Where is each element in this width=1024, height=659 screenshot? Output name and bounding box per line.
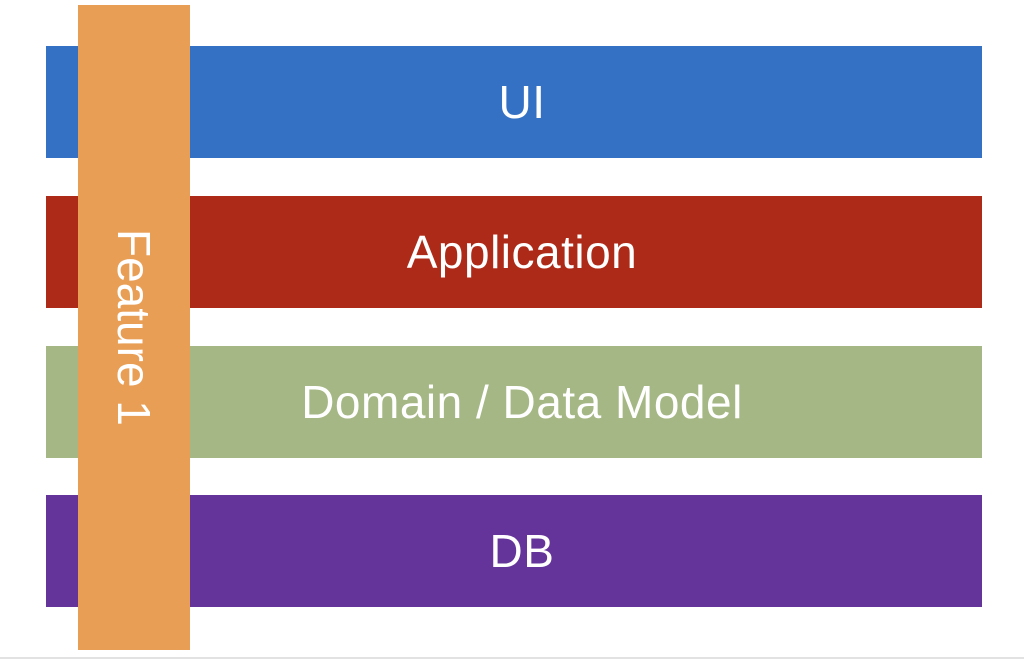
layer-ui: UI [46,46,982,158]
feature-slice-bar: Feature 1 [78,5,190,650]
layer-application: Application [46,196,982,308]
layer-ui-label: UI [498,76,546,128]
layer-db-label: DB [489,525,555,577]
bottom-divider [0,657,1024,659]
layer-application-label: Application [406,226,638,278]
layer-domain-data-model: Domain / Data Model [46,346,982,458]
layer-db: DB [46,495,982,607]
layer-domain-data-model-label: Domain / Data Model [301,376,743,428]
feature-slice-label: Feature 1 [108,229,160,426]
